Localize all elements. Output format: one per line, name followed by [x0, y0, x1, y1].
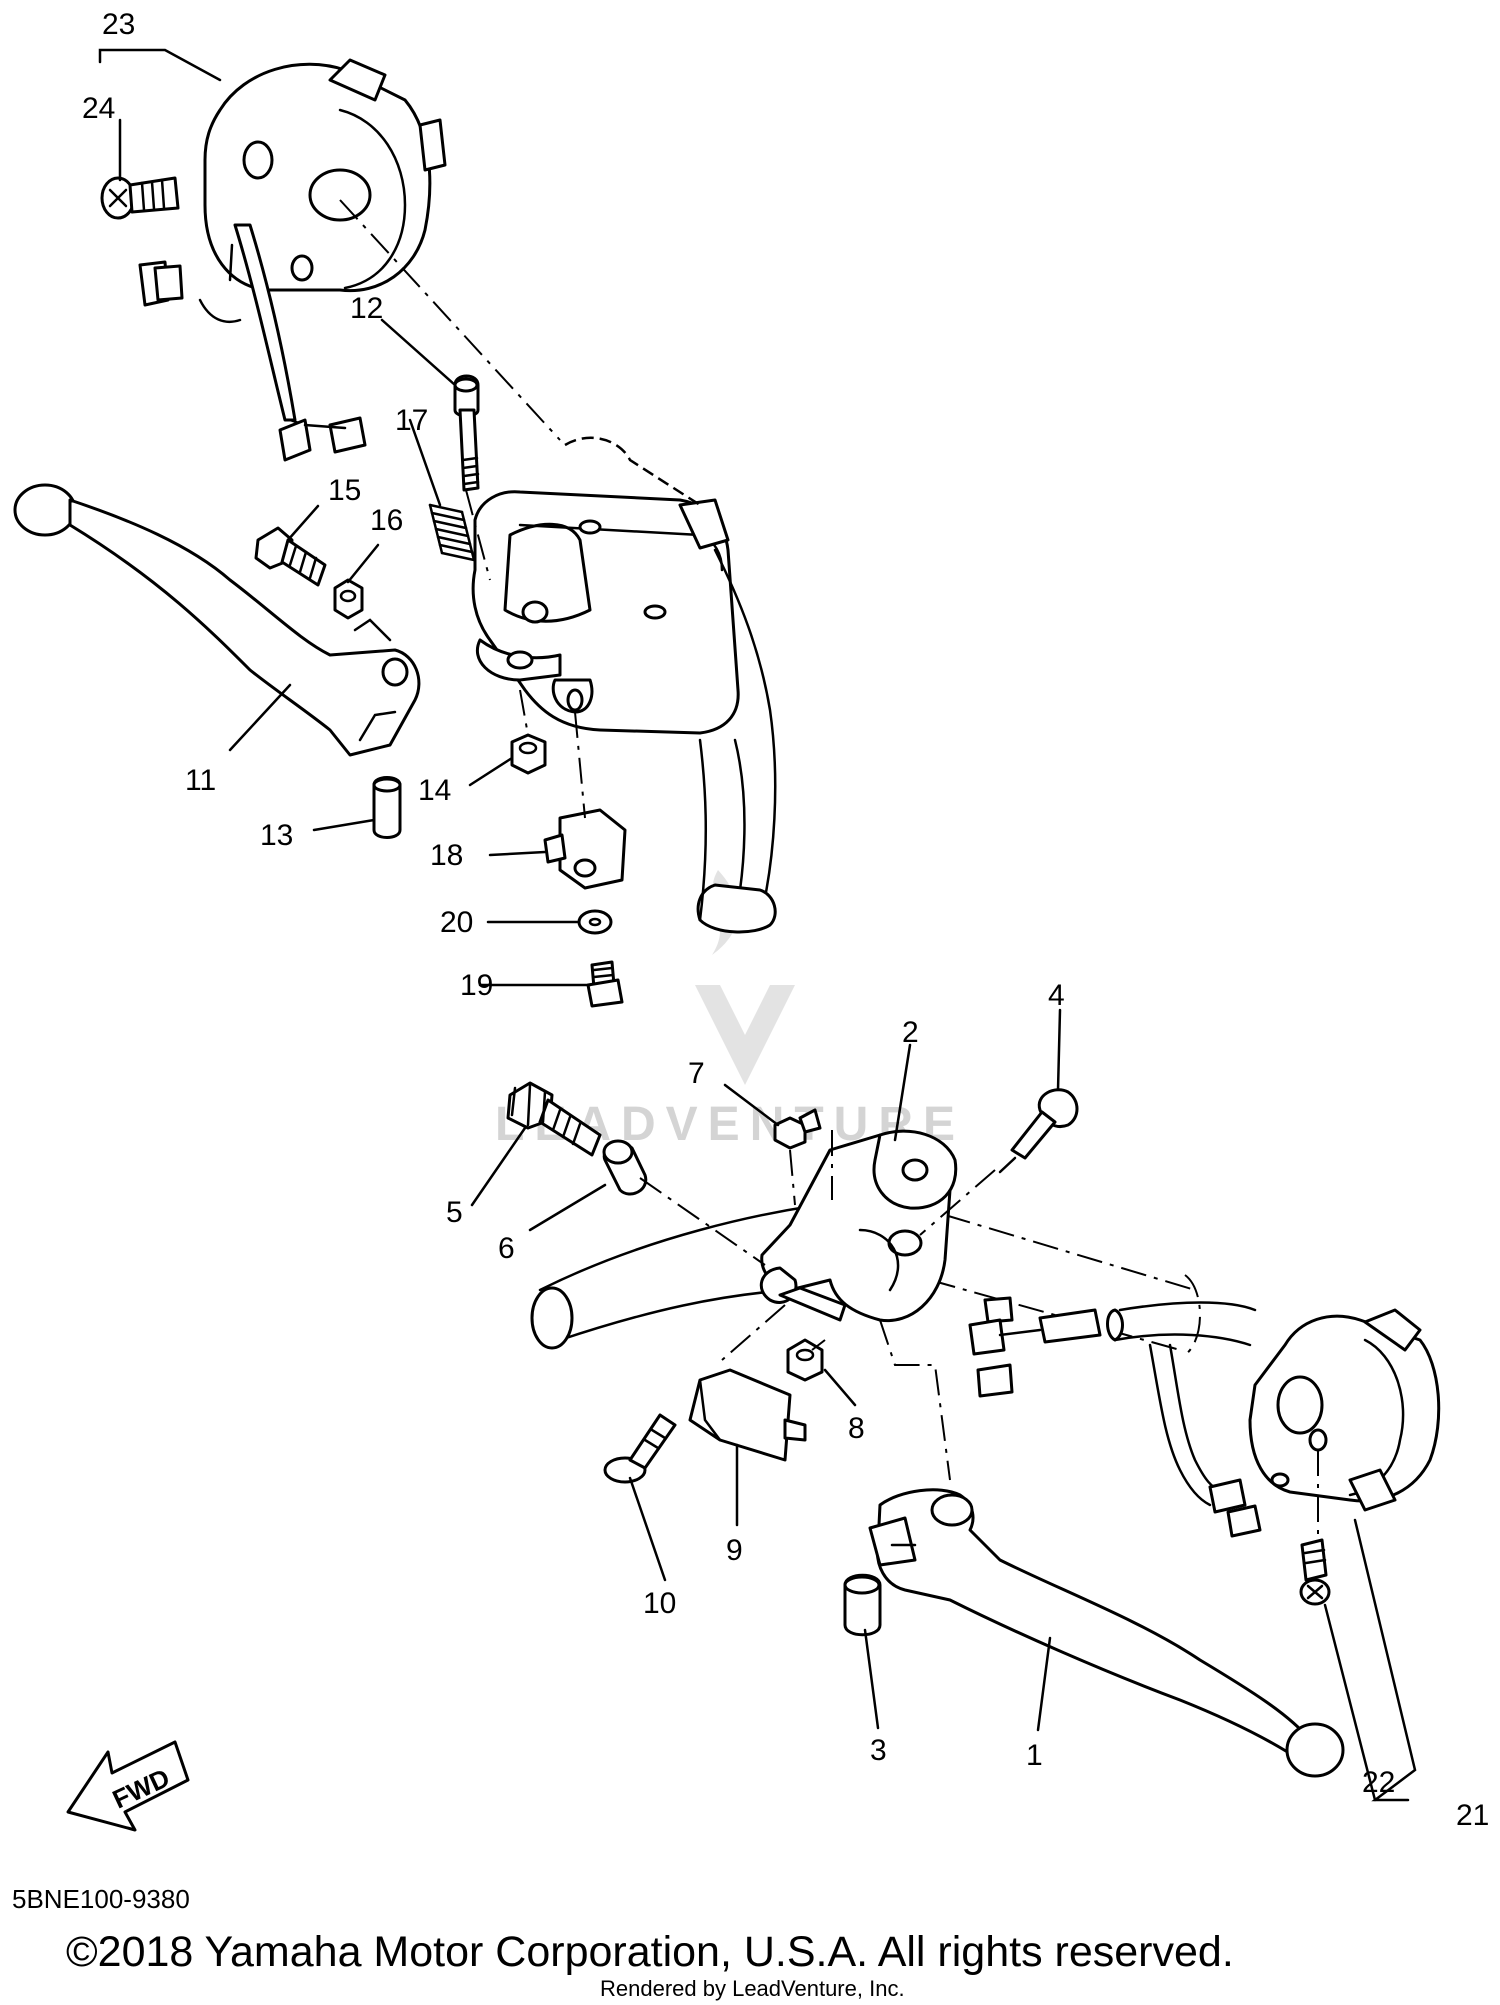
front-brake-lever-part-11 [13, 483, 421, 757]
spring-part-17 [428, 503, 476, 562]
callout-17: 17 [395, 404, 428, 437]
screw-part-22 [1299, 1538, 1331, 1606]
callout-20: 20 [440, 906, 473, 939]
screw-part-24 [100, 176, 180, 220]
callout-22: 22 [1362, 1766, 1395, 1799]
collar-part-6 [602, 1139, 648, 1196]
callout-16: 16 [370, 504, 403, 537]
callout-labels: 23 24 12 17 15 16 11 13 14 18 20 19 4 2 … [82, 8, 1489, 1832]
left-handlebar-switch-part-23 [203, 58, 447, 293]
forward-direction-arrow: FWD [66, 1740, 190, 1832]
callout-14: 14 [418, 774, 451, 807]
clutch-switch-part-9 [688, 1368, 807, 1462]
callout-23: 23 [102, 8, 135, 41]
nut-part-14 [510, 733, 547, 775]
callout-12: 12 [350, 292, 383, 325]
callout-2: 2 [902, 1016, 919, 1049]
lower-assembly-centerlines [639, 1130, 1319, 1540]
callout-11: 11 [185, 764, 216, 797]
upper-handlebar-grip [564, 436, 777, 934]
nut-part-16 [333, 578, 364, 620]
rendered-by-credit: Rendered by LeadVenture, Inc. [600, 1976, 905, 2001]
screw-part-7 [773, 1108, 822, 1150]
washer-part-20 [577, 909, 613, 935]
callout-15: 15 [328, 474, 361, 507]
upper-assembly-centerlines [339, 199, 586, 819]
callout-13: 13 [260, 819, 293, 852]
callout-6: 6 [498, 1232, 515, 1265]
copyright-notice: ©2018 Yamaha Motor Corporation, U.S.A. A… [66, 1928, 1234, 1976]
callout-9: 9 [726, 1534, 743, 1567]
right-handlebar-switch-part-21 [1248, 1308, 1441, 1512]
brake-switch-part-18 [543, 808, 627, 890]
lower-switch-wire-harness [968, 1296, 1262, 1538]
callout-19: 19 [460, 969, 493, 1002]
pivot-bolt-part-15 [254, 526, 327, 587]
callout-leaders [98, 48, 1417, 1802]
callout-8: 8 [848, 1412, 865, 1445]
clutch-lever-holder-part-2 [759, 1129, 958, 1323]
screw-part-19 [586, 960, 624, 1008]
bolt-part-5 [506, 1081, 602, 1157]
master-cylinder-body [471, 490, 740, 735]
callout-7: 7 [688, 1057, 705, 1090]
screw-part-10 [603, 1413, 677, 1484]
callout-1: 1 [1026, 1739, 1043, 1772]
collar-part-13 [372, 776, 402, 839]
callout-4: 4 [1048, 979, 1065, 1012]
callout-18: 18 [430, 839, 463, 872]
bolt-part-4 [998, 1088, 1079, 1174]
collar-part-3 [843, 1573, 882, 1637]
clutch-lever-part-1 [868, 1488, 1345, 1778]
callout-5: 5 [446, 1196, 463, 1229]
drawing-code: 5BNE100-9380 [12, 1884, 190, 1914]
upper-switch-wire-harness [138, 223, 367, 462]
callout-24: 24 [82, 92, 115, 125]
callout-21: 21 [1456, 1799, 1489, 1832]
callout-3: 3 [870, 1734, 887, 1767]
callout-10: 10 [643, 1587, 676, 1620]
bolt-part-12 [453, 374, 480, 492]
